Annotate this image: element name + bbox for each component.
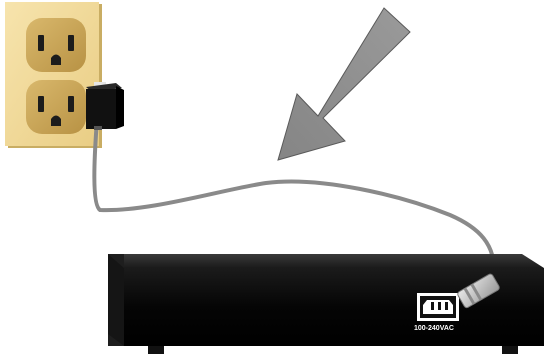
- power-adapter-icon: [86, 82, 124, 130]
- power-port-label: 100-240VAC: [414, 325, 454, 332]
- power-port-icon: 100-240VAC: [414, 293, 459, 332]
- device-chassis-icon: [108, 254, 544, 354]
- lower-receptacle: [26, 80, 86, 134]
- upper-receptacle: [26, 18, 86, 72]
- pointer-arrow-icon: [278, 8, 410, 160]
